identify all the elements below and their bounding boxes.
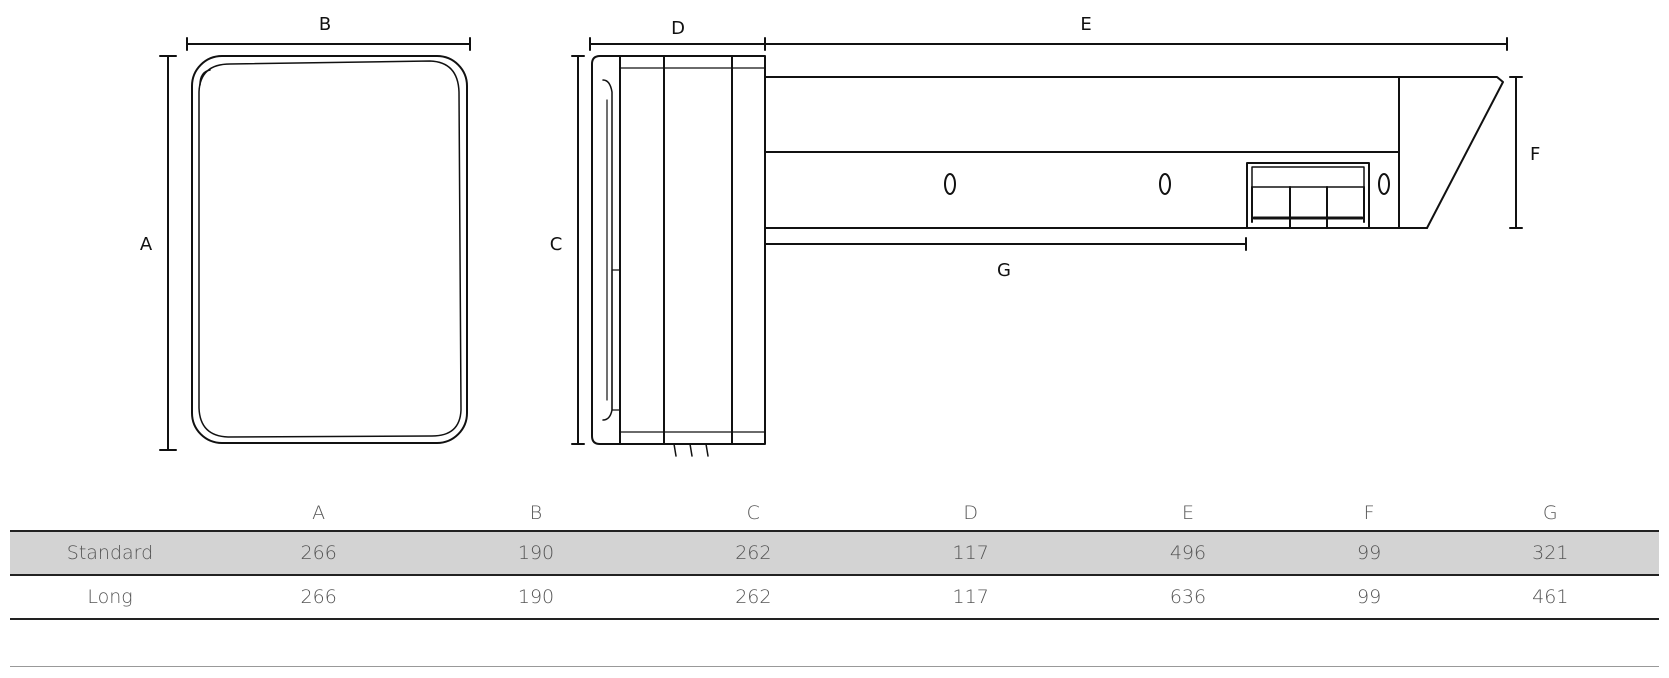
dim-label-b: B <box>319 14 331 35</box>
column-header: G <box>1441 496 1659 532</box>
column-header: B <box>427 496 645 532</box>
column-header: C <box>644 496 862 532</box>
table-cell: 262 <box>644 575 862 620</box>
table-row: Long 266 190 262 117 636 99 461 <box>10 575 1659 620</box>
table-cell: 321 <box>1441 531 1659 576</box>
dim-label-f: F <box>1530 144 1540 165</box>
column-header <box>10 496 210 532</box>
table-cell: 262 <box>644 531 862 576</box>
table-cell: 496 <box>1079 531 1297 576</box>
table-cell: 190 <box>427 531 645 576</box>
column-header: F <box>1296 496 1442 532</box>
dim-label-e: E <box>1080 14 1091 35</box>
side-housing <box>591 55 766 457</box>
dim-label-g: G <box>997 260 1011 281</box>
table-cell: 266 <box>210 531 428 576</box>
footer-divider <box>10 666 1659 667</box>
dim-label-c: C <box>550 234 563 255</box>
dim-b-line <box>186 37 471 51</box>
column-header: E <box>1079 496 1297 532</box>
dimension-drawing: A B C D E F G <box>140 14 1540 457</box>
table-cell: 99 <box>1296 575 1442 620</box>
front-view <box>191 55 468 444</box>
table-cell: 461 <box>1441 575 1659 620</box>
table-cell: 117 <box>861 575 1080 620</box>
dim-label-a: A <box>140 234 153 255</box>
table-cell: 190 <box>427 575 645 620</box>
column-header: A <box>210 496 428 532</box>
dimensions-table: A B C D E F G Standard 266 190 262 117 4… <box>10 496 1659 620</box>
dim-c-line <box>571 55 585 445</box>
table-cell: 117 <box>861 531 1080 576</box>
table-row: Standard 266 190 262 117 496 99 321 <box>10 531 1659 576</box>
dim-a-line <box>159 55 177 451</box>
table-header-row: A B C D E F G <box>10 496 1659 532</box>
dim-e-line <box>764 37 1508 51</box>
dim-g-line <box>764 237 1247 251</box>
side-arm <box>764 76 1504 229</box>
table-cell: 266 <box>210 575 428 620</box>
row-label: Standard <box>10 531 210 576</box>
dim-label-d: D <box>671 18 685 39</box>
column-header: D <box>861 496 1080 532</box>
dim-f-line <box>1509 76 1523 229</box>
dim-d-line <box>589 37 766 51</box>
table-cell: 99 <box>1296 531 1442 576</box>
table-cell: 636 <box>1079 575 1297 620</box>
row-label: Long <box>10 575 210 620</box>
